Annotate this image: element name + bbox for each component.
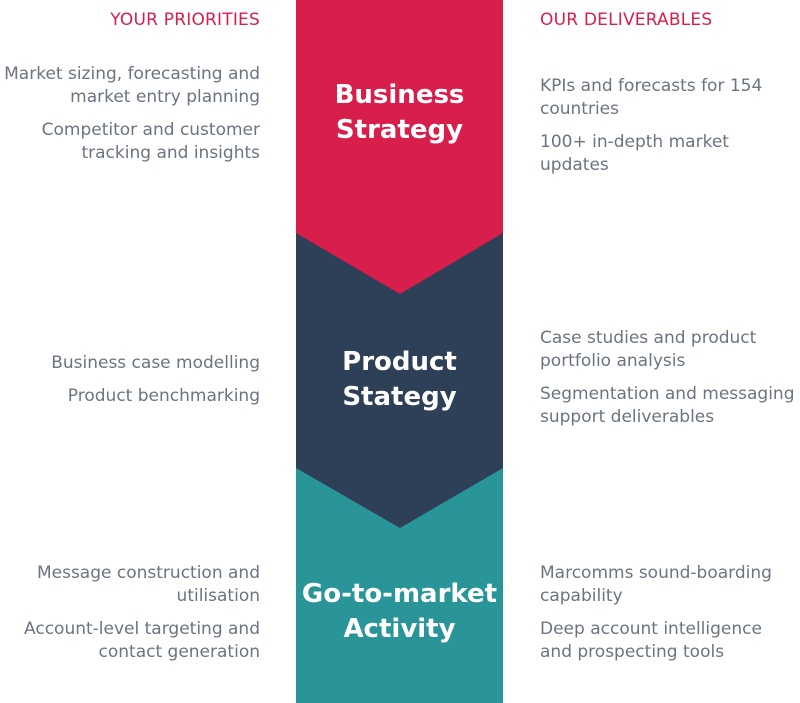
priority-item: Business case modelling: [51, 353, 260, 373]
priority-item: Competitor and customer tracking and ins…: [41, 120, 260, 163]
priority-item: Message construction and utilisation: [36, 563, 260, 606]
priorities-heading: YOUR PRIORITIES: [110, 10, 260, 30]
business-block: [296, 0, 503, 294]
stage-title-gtm-activity: Go-to-market Activity: [301, 579, 498, 644]
strategy-flow-spine: [296, 0, 503, 703]
stage-title-business-strategy: Business Strategy: [334, 80, 465, 145]
gtm-block: [296, 468, 503, 703]
deliverable-item: Marcomms sound-boarding capability: [540, 563, 772, 606]
priority-item: Market sizing, forecasting and market en…: [4, 64, 260, 107]
priority-item: Account-level targeting and contact gene…: [24, 619, 260, 662]
product-block: [296, 233, 503, 528]
deliverables-heading: OUR DELIVERABLES: [540, 10, 713, 30]
deliverable-item: Segmentation and messaging support deliv…: [540, 384, 795, 427]
priorities-gtm-activity: Message construction and utilisation Acc…: [0, 562, 260, 674]
deliverables-business-strategy: KPIs and forecasts for 154 countries 100…: [540, 75, 798, 187]
deliverable-item: KPIs and forecasts for 154 countries: [540, 76, 763, 119]
priorities-product-strategy: Business case modelling Product benchmar…: [0, 352, 260, 418]
deliverables-product-strategy: Case studies and product portfolio analy…: [540, 327, 798, 439]
deliverable-item: Deep account intelligence and prospectin…: [540, 619, 762, 662]
deliverables-gtm-activity: Marcomms sound-boarding capability Deep …: [540, 562, 798, 674]
priorities-business-strategy: Market sizing, forecasting and market en…: [0, 63, 260, 175]
deliverable-item: Case studies and product portfolio analy…: [540, 328, 757, 371]
stage-title-product-strategy: Product Stategy: [342, 347, 457, 412]
priority-item: Product benchmarking: [67, 386, 260, 406]
deliverable-item: 100+ in-depth market updates: [540, 132, 729, 175]
